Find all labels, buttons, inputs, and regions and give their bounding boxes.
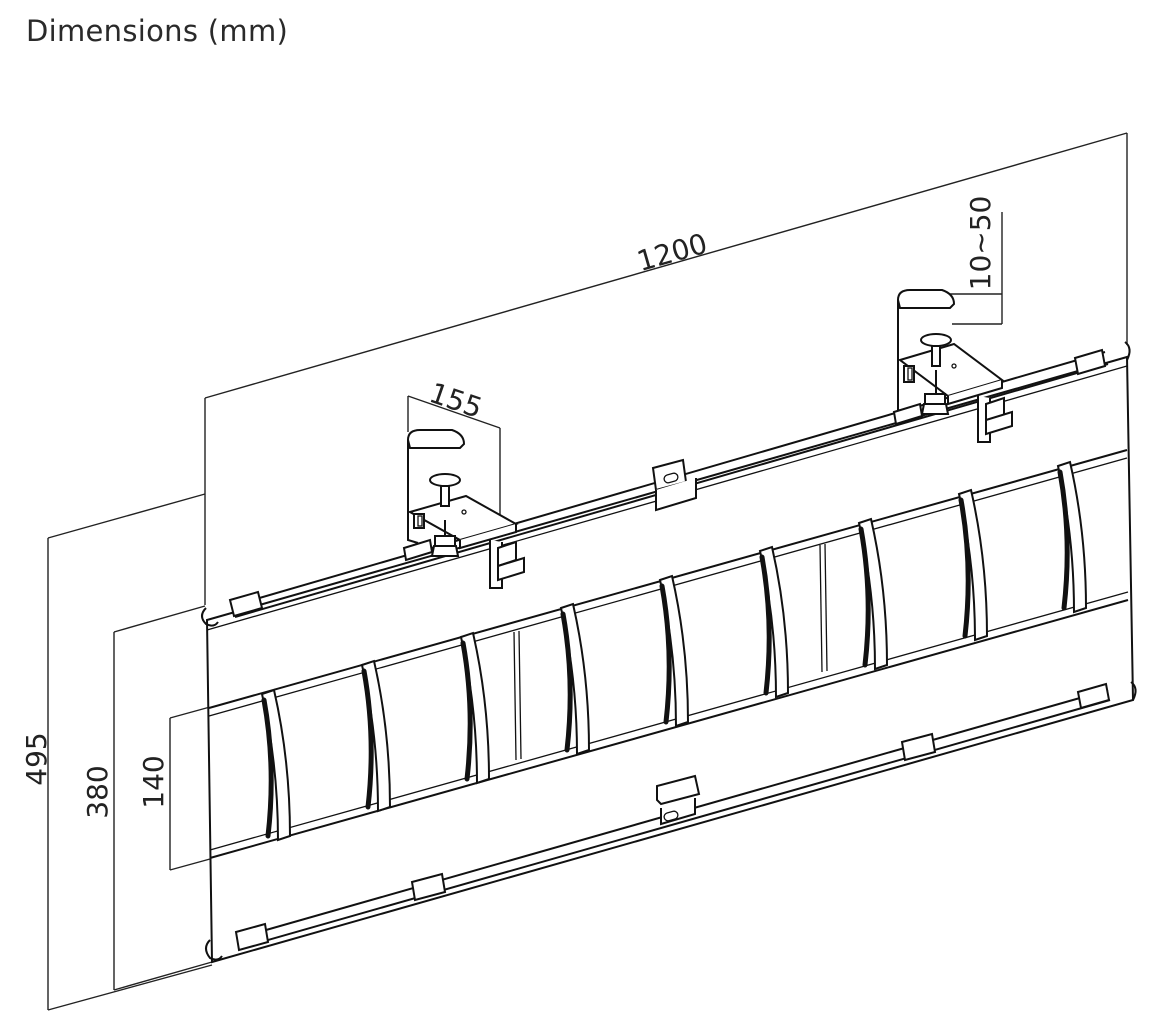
cable-bands	[260, 460, 1088, 842]
dim-140-label: 140	[137, 755, 170, 808]
dimension-lines	[47, 132, 1128, 1011]
dim-10-50-label: 10~50	[964, 196, 997, 291]
dim-1200-label: 1200	[633, 227, 711, 278]
dim-495-label: 495	[20, 732, 53, 785]
dim-155-label: 155	[425, 376, 486, 425]
page-title: Dimensions (mm)	[26, 14, 289, 48]
band-2	[360, 659, 392, 813]
band-3	[459, 631, 491, 785]
band-1	[260, 688, 292, 842]
band-6	[758, 545, 790, 699]
left-clamp	[402, 429, 525, 589]
dim-380-label: 380	[81, 765, 114, 818]
band-8	[957, 488, 989, 642]
bottom-rail	[234, 682, 1111, 952]
band-9	[1056, 460, 1088, 614]
band-7	[857, 517, 889, 671]
band-5	[658, 574, 690, 728]
band-4	[559, 602, 591, 756]
right-clamp	[892, 289, 1013, 443]
